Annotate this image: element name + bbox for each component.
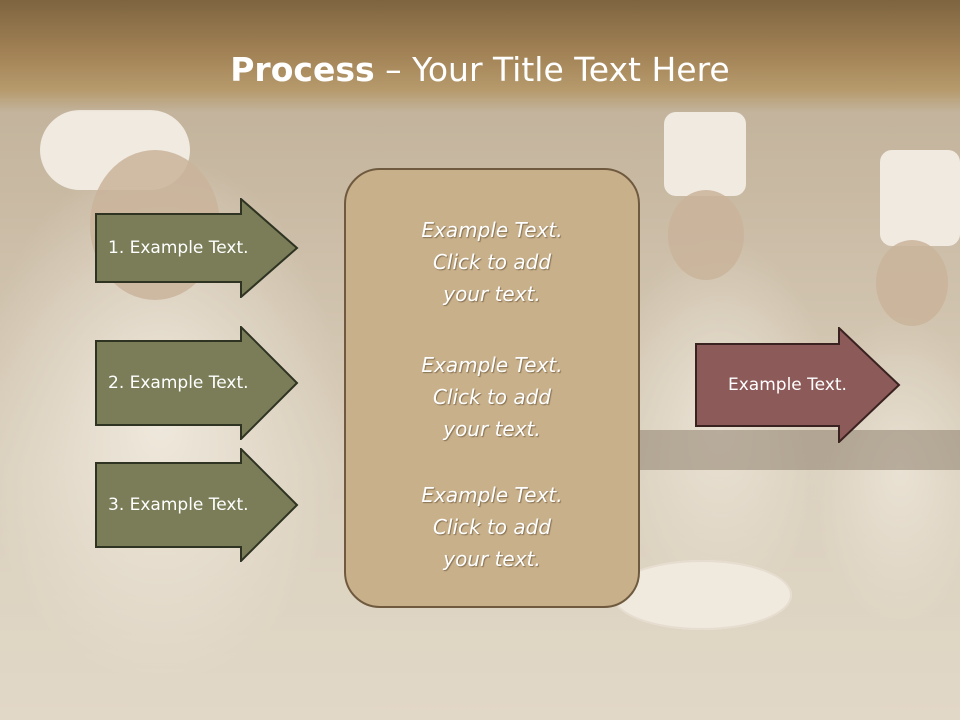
center-paragraph-2-line3: your text. (443, 417, 541, 441)
center-paragraph-2-line2: Click to add (432, 385, 552, 409)
step-arrow-2[interactable]: 2. Example Text. (95, 326, 299, 440)
step-arrow-3-shape (95, 448, 299, 562)
center-paragraph-1: Example Text. Click to add your text. (346, 214, 638, 310)
title-bar (0, 0, 960, 112)
step-arrow-1-label: 1. Example Text. (108, 238, 249, 258)
center-paragraph-3-line1: Example Text. (421, 483, 563, 507)
step-arrow-1[interactable]: 1. Example Text. (95, 198, 299, 298)
chef-face-right (876, 240, 948, 326)
slide-title-rest: – Your Title Text Here (374, 50, 730, 89)
slide-title[interactable]: Process – Your Title Text Here (0, 50, 960, 89)
center-text-box[interactable]: Example Text. Click to add your text. Ex… (344, 168, 640, 608)
center-paragraph-3-line3: your text. (443, 547, 541, 571)
center-paragraph-3-line2: Click to add (432, 515, 552, 539)
center-paragraph-2: Example Text. Click to add your text. (346, 349, 638, 445)
slide-title-bold: Process (230, 50, 375, 89)
step-arrow-3[interactable]: 3. Example Text. (95, 448, 299, 562)
chef-hat-right (880, 150, 960, 246)
center-paragraph-2-line1: Example Text. (421, 353, 563, 377)
center-paragraph-1-line1: Example Text. (421, 218, 563, 242)
center-paragraph-1-line3: your text. (443, 282, 541, 306)
chef-face-center (668, 190, 744, 280)
chef-hat-center (664, 112, 746, 196)
food-plate (612, 560, 792, 630)
center-paragraph-1-line2: Click to add (432, 250, 552, 274)
step-arrow-2-label: 2. Example Text. (108, 373, 249, 393)
center-paragraph-3: Example Text. Click to add your text. (346, 479, 638, 575)
output-arrow-shape (695, 327, 901, 443)
output-arrow[interactable]: Example Text. (695, 327, 901, 443)
step-arrow-1-shape (95, 198, 299, 298)
step-arrow-2-shape (95, 326, 299, 440)
output-arrow-label: Example Text. (728, 375, 847, 395)
step-arrow-3-label: 3. Example Text. (108, 495, 249, 515)
